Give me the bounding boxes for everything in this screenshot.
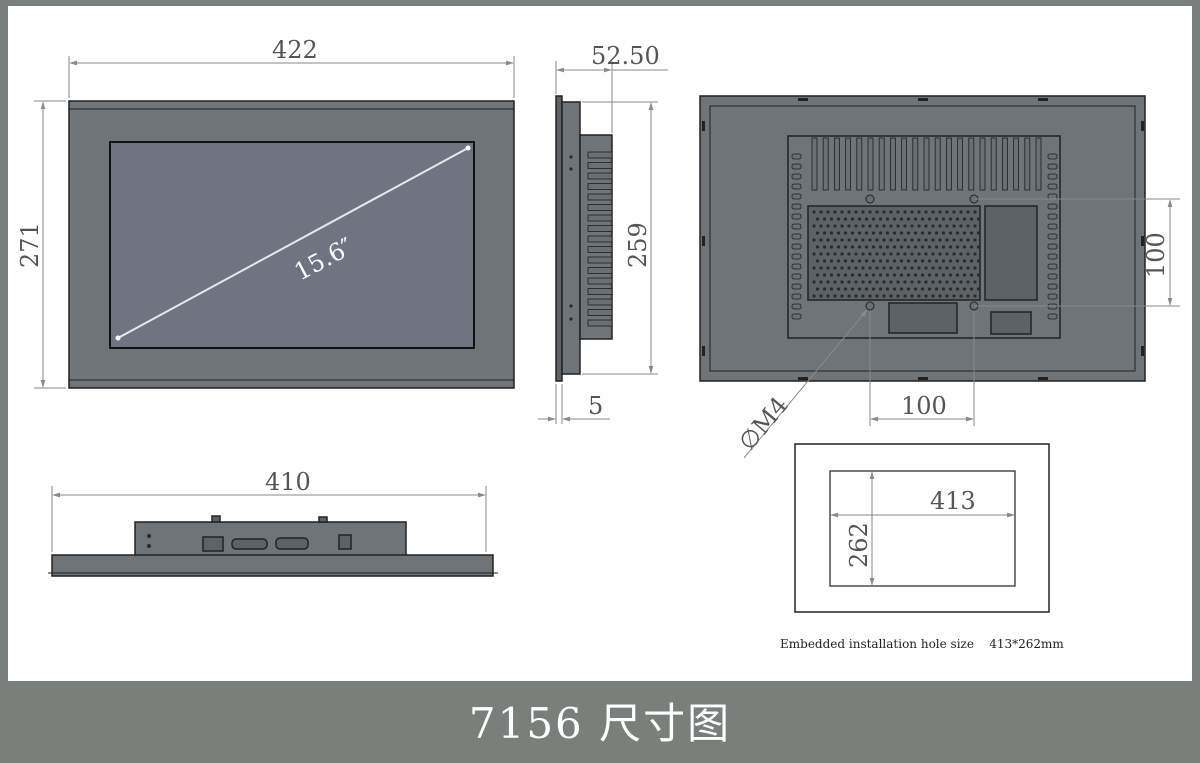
back-vesa-horizontal-dim: 100 — [901, 392, 947, 420]
back-top-fins — [811, 137, 1042, 191]
technical-drawing: 15.6″ 422 271 52.50 259 — [16, 36, 1180, 613]
side-depth-dim: 52.50 — [591, 42, 660, 70]
bottom-bezel — [51, 554, 494, 577]
side-height-dim: 259 — [624, 222, 652, 268]
side-fins — [587, 151, 613, 327]
bottom-housing — [134, 521, 407, 557]
screw-spec-label: ∅M4 — [733, 391, 793, 456]
cutout-height-dim: 262 — [845, 522, 873, 568]
cutout-outer — [794, 443, 1050, 613]
cutout-hole — [829, 470, 1016, 587]
page-title: 7156 尺寸图 — [468, 699, 732, 748]
usb-port — [338, 534, 352, 550]
front-width-dim: 422 — [272, 36, 318, 64]
vesa-screw — [865, 301, 875, 311]
front-screen — [109, 141, 475, 349]
back-view: 100 100 ∅M4 — [699, 95, 1180, 459]
vga-port — [275, 537, 309, 550]
dc-port — [202, 536, 224, 552]
back-vent-grid — [807, 205, 981, 301]
bottom-width-dim: 410 — [265, 468, 311, 496]
back-vesa-vertical-dim: 100 — [1142, 232, 1170, 278]
diagonal-line — [117, 147, 469, 339]
cutout-view: 413 262 — [794, 443, 1050, 613]
side-view: 52.50 259 5 — [538, 42, 668, 424]
cutout-width-dim: 413 — [930, 487, 976, 515]
vesa-screw — [865, 194, 875, 204]
cutout-caption-label: Embedded installation hole size — [780, 637, 974, 651]
side-bezel-dim: 5 — [588, 392, 603, 420]
front-view: 15.6″ 422 271 — [16, 36, 515, 389]
cutout-caption: Embedded installation hole size 413*262m… — [780, 637, 1064, 651]
cutout-caption-value: 413*262mm — [989, 637, 1064, 651]
front-height-dim: 271 — [16, 222, 44, 268]
back-side-fins — [791, 153, 1058, 320]
bottom-view: 410 — [48, 468, 498, 577]
drawing-canvas: 15.6″ 422 271 52.50 259 — [8, 6, 1192, 681]
db9-port — [231, 538, 268, 550]
